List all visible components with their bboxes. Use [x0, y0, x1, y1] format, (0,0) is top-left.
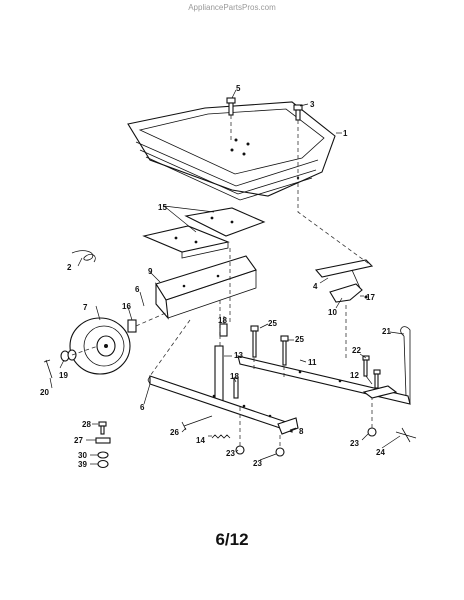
callout-5: 5	[236, 84, 241, 93]
part-nut-23a	[235, 445, 245, 455]
part-frame-cross-bar	[237, 355, 411, 405]
part-clip-24	[395, 427, 417, 443]
callout-13: 13	[234, 351, 243, 360]
part-nut-23b	[275, 447, 285, 457]
part-washers-19	[60, 349, 77, 362]
part-washer-30	[97, 451, 109, 459]
callout-9: 9	[148, 267, 153, 276]
callout-27: 27	[74, 436, 83, 445]
callout-16: 16	[122, 302, 131, 311]
callout-19: 19	[59, 371, 68, 380]
callout-25b: 25	[295, 335, 304, 344]
callout-1: 1	[343, 129, 348, 138]
callout-20: 20	[40, 388, 49, 397]
callout-30: 30	[78, 451, 87, 460]
callout-21: 21	[382, 327, 391, 336]
callout-18b: 18	[230, 372, 239, 381]
callout-26: 26	[170, 428, 179, 437]
callout-12: 12	[350, 371, 359, 380]
leader-lines	[49, 89, 405, 465]
part-bolt-25b	[280, 335, 289, 366]
callout-6b: 6	[140, 403, 145, 412]
callout-15: 15	[158, 203, 167, 212]
part-hitch-pin	[400, 326, 411, 404]
page-number: 6/12	[215, 530, 249, 549]
callout-17: 17	[366, 293, 375, 302]
callout-4: 4	[313, 282, 318, 291]
callout-14: 14	[196, 436, 205, 445]
part-washer-27	[95, 437, 111, 444]
callout-11: 11	[308, 358, 317, 367]
assembly-lines	[71, 115, 373, 446]
part-bolt-25a	[250, 325, 259, 358]
part-bolt-26	[181, 415, 213, 431]
callout-23a: 23	[226, 449, 235, 458]
part-wire-coil	[71, 250, 96, 263]
part-channel-housing	[155, 255, 257, 320]
part-spring-14	[211, 434, 231, 439]
callout-10: 10	[328, 308, 337, 317]
part-pin-20	[43, 359, 53, 379]
callout-18a: 18	[218, 316, 227, 325]
callout-23c: 23	[350, 439, 359, 448]
callout-8: 8	[299, 427, 304, 436]
callout-39: 39	[78, 460, 87, 469]
callout-7: 7	[83, 303, 88, 312]
part-bolt-28	[98, 421, 107, 435]
part-cart-tub	[127, 101, 336, 201]
part-nut-23c	[367, 427, 377, 437]
part-nut-39	[97, 459, 109, 469]
part-upright-tube	[214, 323, 239, 405]
callout-3: 3	[310, 100, 315, 109]
callout-25a: 25	[268, 319, 277, 328]
callout-labels: 1 2 3 4 5 6 6 7 8 9 10 11 12 13 14 15 16…	[40, 84, 391, 469]
callout-6a: 6	[135, 285, 140, 294]
part-bushing-16	[127, 319, 137, 333]
watermark: AppliancePartsPros.com	[188, 3, 276, 12]
part-wheel	[69, 317, 131, 375]
callout-2: 2	[67, 263, 72, 272]
callout-22: 22	[352, 346, 361, 355]
callout-28: 28	[82, 420, 91, 429]
part-mounting-plates	[142, 207, 266, 259]
part-frame-link	[277, 417, 299, 435]
part-frame-tongue	[147, 375, 293, 433]
callout-23b: 23	[253, 459, 262, 468]
callout-24: 24	[376, 448, 385, 457]
part-hitch-plate	[362, 355, 398, 399]
